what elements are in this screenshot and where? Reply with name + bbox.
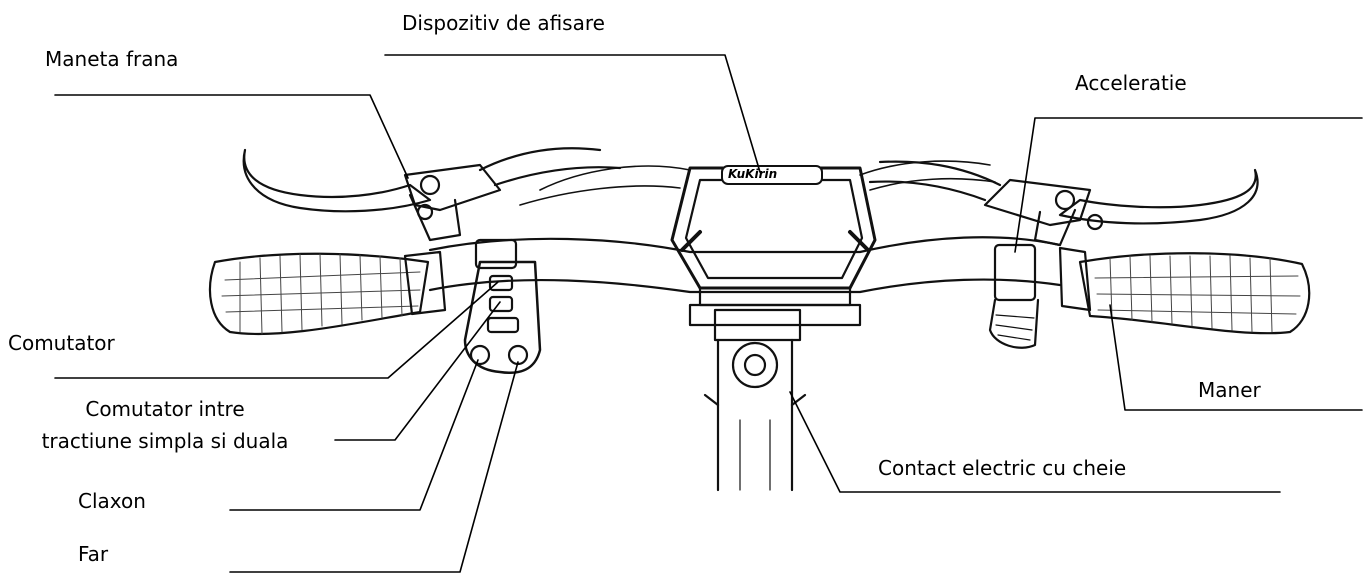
control-switch-block	[463, 238, 542, 374]
leader-headlight	[229, 361, 519, 573]
leader-brake	[54, 94, 409, 179]
label-mode-switch-line2: tractiune simpla si duala	[41, 429, 289, 453]
leader-grip	[1109, 304, 1363, 411]
left-brake-lever	[242, 147, 622, 242]
display-brand-text: KuKirin	[728, 167, 778, 181]
leader-ignition	[789, 391, 1281, 493]
stem	[703, 308, 807, 492]
label-throttle: Acceleratie	[1075, 71, 1187, 95]
leader-switch	[54, 281, 499, 379]
right-grip	[1058, 246, 1311, 335]
cables	[519, 160, 996, 206]
label-headlight: Far	[78, 542, 109, 566]
display-unit	[670, 165, 877, 327]
leader-display	[384, 54, 761, 173]
leader-mode-switch	[334, 301, 501, 441]
leader-horn	[229, 359, 479, 511]
left-grip	[208, 250, 447, 336]
throttle-lever	[988, 243, 1040, 349]
label-horn: Claxon	[78, 489, 146, 513]
label-ignition: Contact electric cu cheie	[878, 456, 1127, 480]
label-grip: Maner	[1198, 378, 1261, 402]
leader-throttle	[1014, 117, 1363, 253]
label-mode-switch: Comutator intre tractiune simpla si dual…	[0, 396, 330, 454]
label-brake-lever: Maneta frana	[45, 47, 179, 71]
label-mode-switch-line1: Comutator intre	[85, 397, 245, 421]
right-brake-lever	[868, 160, 1259, 247]
handlebar-tube	[428, 236, 1062, 294]
label-display: Dispozitiv de afisare	[402, 11, 605, 35]
label-switch: Comutator	[8, 331, 115, 355]
leader-lines	[54, 54, 1363, 573]
